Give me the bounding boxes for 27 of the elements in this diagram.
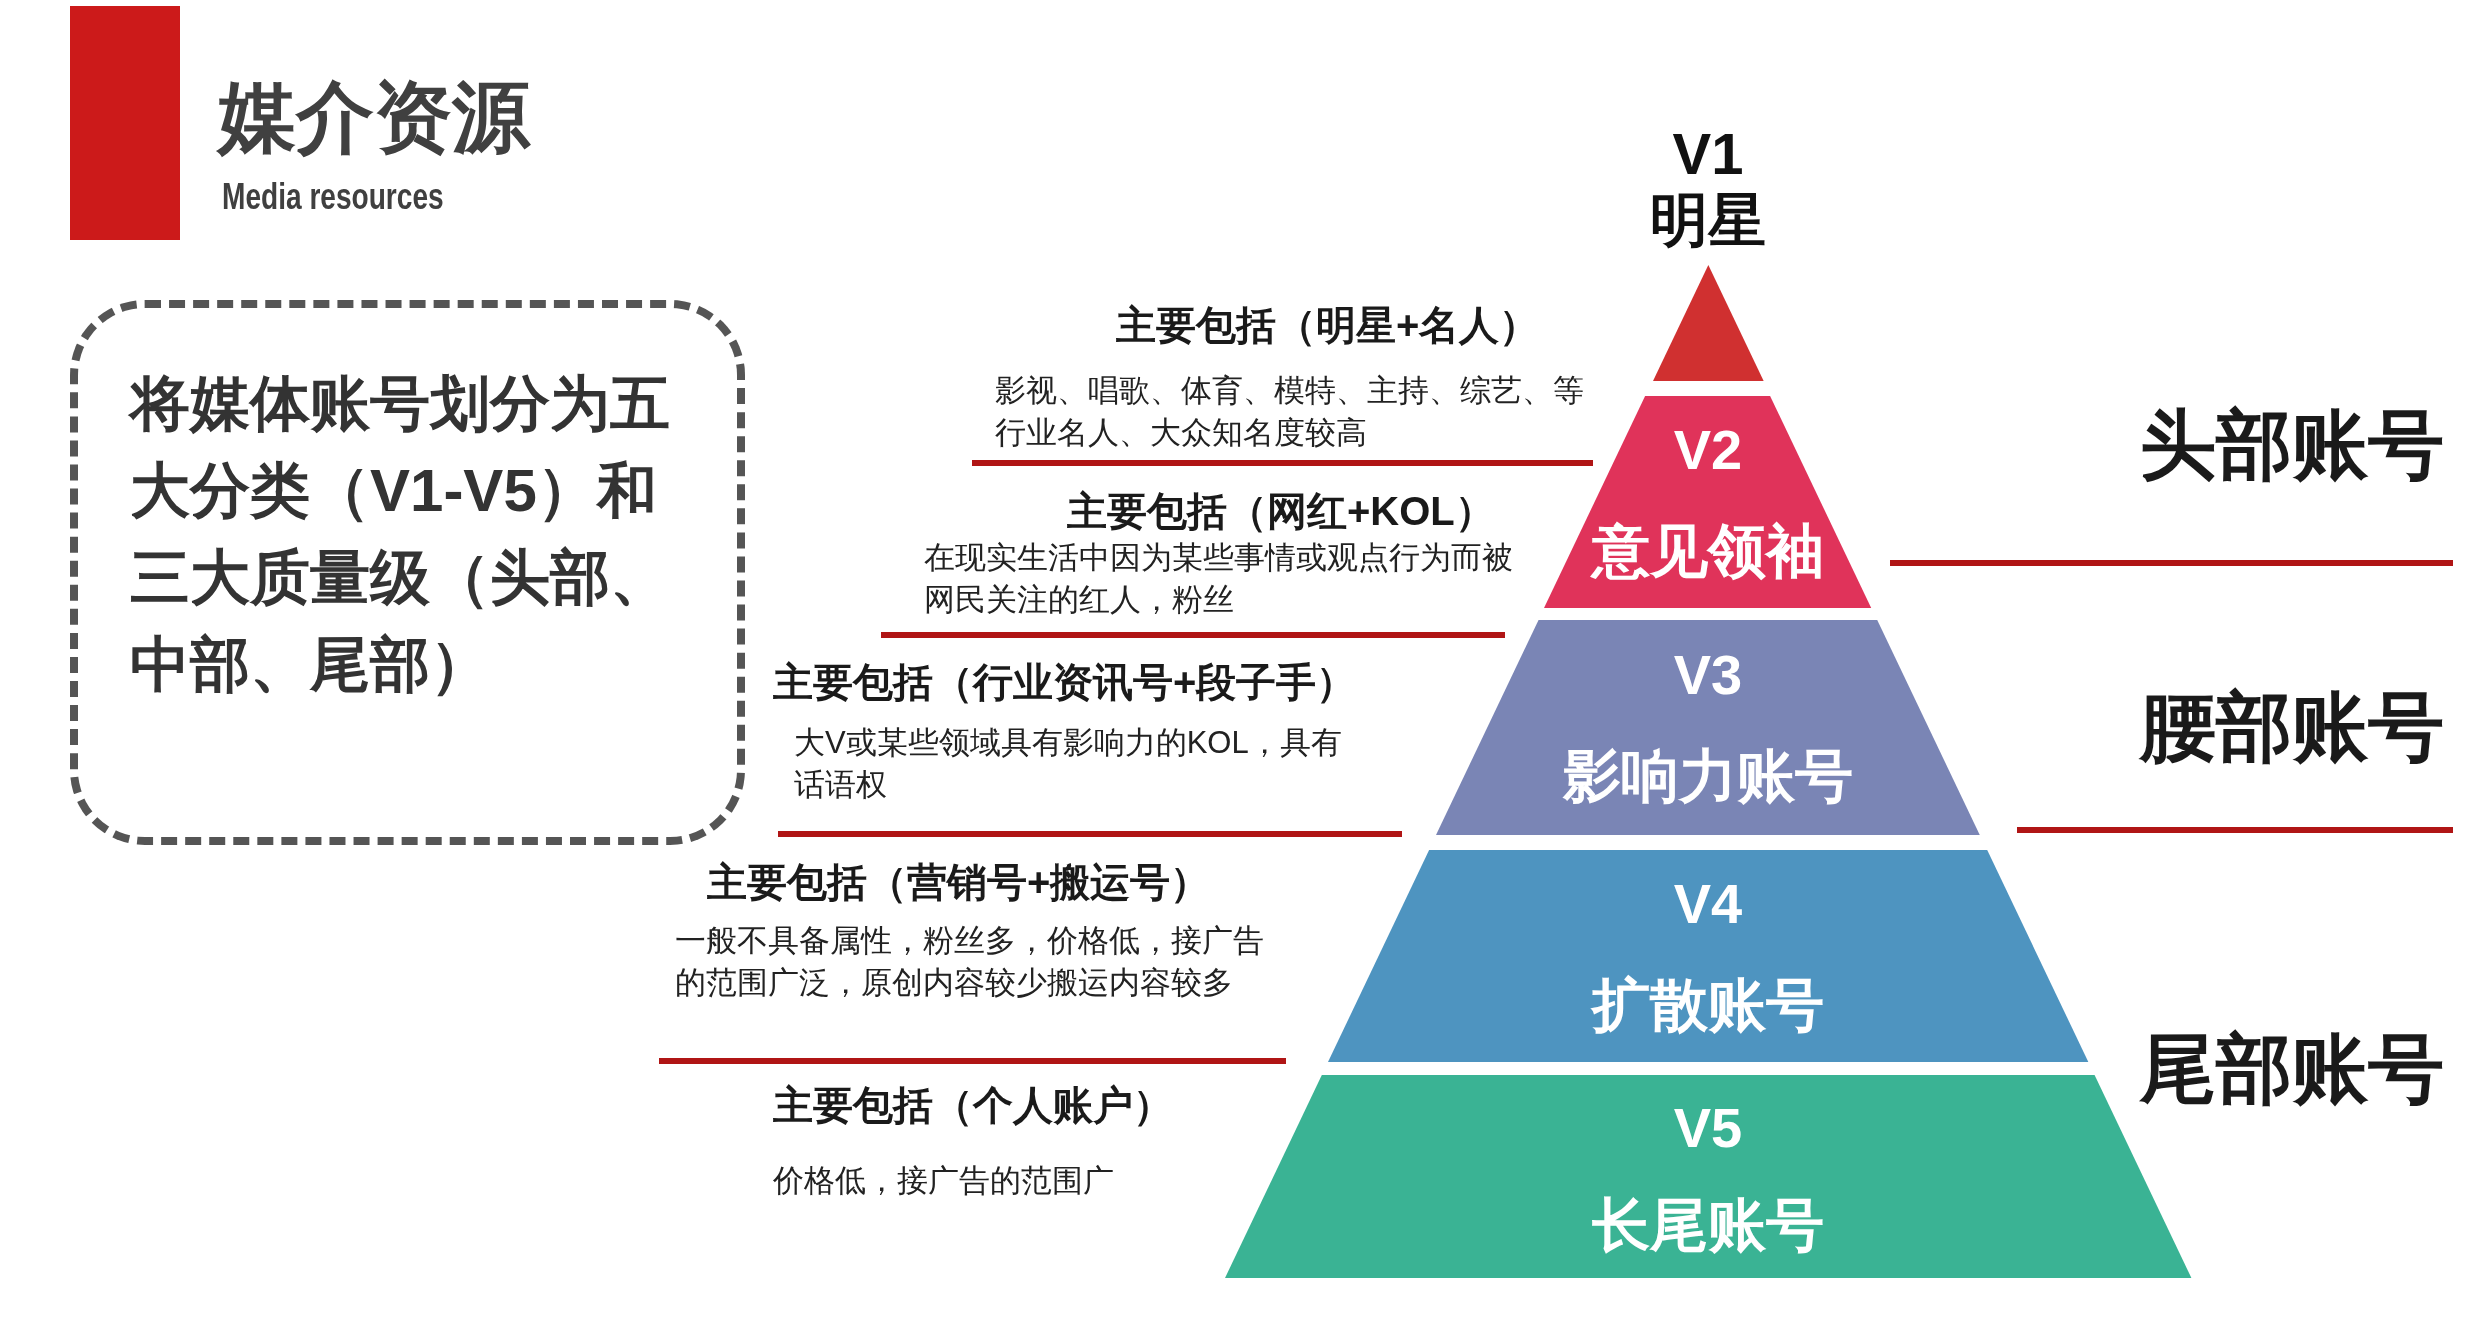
tier-code: V4	[1673, 871, 1743, 937]
tier-description: 在现实生活中因为某些事情或观点行为而被网民关注的红人，粉丝	[924, 539, 1514, 619]
tier-heading: 主要包括（行业资讯号+段子手）	[773, 659, 1357, 706]
tier-name: 意见领袖	[1592, 516, 1824, 585]
title: 媒介资源	[218, 72, 530, 163]
tier-description: 大V或某些领域具有影响力的KOL，具有话语权	[794, 724, 1343, 804]
tier-code: V5	[1673, 1095, 1743, 1161]
tier-description: 价格低，接广告的范围广	[773, 1162, 1115, 1200]
level-label: 腰部账号	[2140, 683, 2444, 771]
tier-code: V1	[1672, 120, 1744, 187]
tier-heading: 主要包括（个人账户）	[773, 1082, 1173, 1129]
tier-code: V2	[1673, 417, 1743, 483]
tier-name: 明星	[1650, 186, 1766, 254]
tier-description: 影视、唱歌、体育、模特、主持、综艺、等行业名人、大众知名度较高	[995, 372, 1585, 452]
tier-code: V3	[1673, 641, 1743, 707]
level-label: 尾部账号	[2140, 1025, 2444, 1113]
note-text: 将媒体账号划分为五大分类（V1-V5）和三大质量级（头部、中部、尾部）	[130, 369, 671, 700]
level-label: 头部账号	[2140, 401, 2444, 489]
subtitle: Media resources	[222, 176, 444, 218]
tier-description: 一般不具备属性，粉丝多，价格低，接广告的范围广泛，原创内容较少搬运内容较多	[675, 922, 1265, 1002]
tier-heading: 主要包括（明星+名人）	[1116, 302, 1540, 349]
tier-name: 影响力账号	[1563, 742, 1853, 811]
tier-name: 长尾账号	[1592, 1190, 1824, 1259]
dashed-note-box	[70, 300, 745, 845]
tier-heading: 主要包括（网红+KOL）	[1067, 488, 1495, 535]
tier-name: 扩散账号	[1592, 970, 1824, 1039]
tier-heading: 主要包括（营销号+搬运号）	[707, 859, 1211, 906]
